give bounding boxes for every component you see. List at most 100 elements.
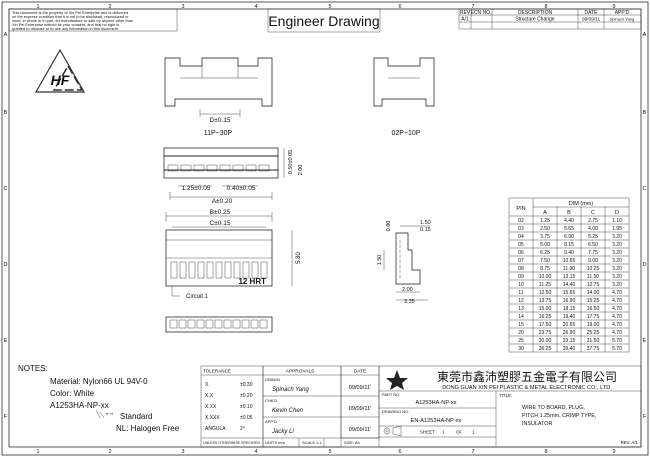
revision-block: REV ECN NO. DESCRIPTION DATE APP'D A/1 S… [458,8,642,30]
dim-table-cell: 26.90 [563,330,576,336]
dim-table-cell: 8.15 [564,242,574,248]
tol-val-5: 2° [240,426,245,432]
part-number-note: A1253HA-NP-xx [50,401,109,410]
dim-table-cell: 11.90 [563,266,575,272]
dim-table-cell: 13.15 [563,274,576,280]
dim-table-cell: 14 [518,314,524,320]
dim-table-cell: 10.25 [587,266,600,272]
circuit-label: Circuit 1 [186,294,209,300]
dim-040-label: 0.40±0.05 [227,185,256,192]
dim-table-cell: 9.40 [564,250,574,256]
rev-value: A/1 [461,17,469,23]
of-label: OF [456,430,462,435]
dim-table-cell: 14.00 [587,290,600,296]
tolerance-block: TOLERANCE X. ±0.30 X.X ±0.20 X.XX ±0.10 … [200,365,264,448]
zone-number-bottom: 1 [36,449,39,455]
zone-number-top: 2 [108,4,111,10]
dim-table-cell: 4.70 [612,290,622,296]
zone-letter-left: C [4,186,8,192]
dim-table-cell: 39.40 [563,346,576,352]
color-note: Color: White [50,389,95,398]
dim-table-cell: 15.25 [587,298,600,304]
dim-col-header: D [615,210,619,216]
material-note: Material: Nylon66 UL 94V-0 [50,377,148,386]
zone-number-bottom: 5 [328,449,331,455]
dim-table-cell: 10.65 [563,258,576,264]
zone-number-top: 1 [36,4,39,10]
zone-letter-left: F [4,414,8,420]
dim-table-cell: 36.25 [539,346,552,352]
dim-table-cell: 5.70 [612,346,622,352]
dim-table-cell: 7.75 [588,250,598,256]
units-label: UNITS mm [265,440,285,445]
standard-symbol: " " [106,413,113,420]
dim-table-cell: 18.15 [563,306,576,312]
dim-table-cell: 30 [518,346,524,352]
section-view: 1.50 0.15 0.80 1.50 2.00 3.35 [377,220,431,305]
scale-value: 1:1 [316,440,322,445]
dim-table-cell: 03 [518,226,524,232]
rev-footer: REV. A/1 [621,440,639,445]
top-view-11p-30p: D±0.15 11P~30P [164,57,273,137]
title-line-2: PITCH 1.25mm, CRIMP TYPE, [522,413,597,419]
dim-table-cell: 3.20 [612,258,622,264]
disclaimer-box: This document is the property of Xin Pei… [8,8,178,32]
dim-table-cell: 19.00 [587,322,600,328]
zone-number-bottom: 8 [544,449,547,455]
tol-key-2: X.X [205,393,214,399]
dim-table-cell: 16.90 [563,298,576,304]
zone-letter-left: B [4,110,8,116]
ecn-header: ECN NO. [471,10,492,16]
zone-number-top: 5 [328,4,331,10]
disclaimer-line-2: on the express condition that it is not … [12,14,129,19]
tol-key-4: X.XXX [205,415,220,421]
notes: NOTES: Material: Nylon66 UL 94V-0 Color:… [18,364,180,433]
dim-table-cell: 3.20 [612,266,622,272]
dim-col-header: A [543,210,547,216]
tol-key-1: X. [205,382,210,388]
dim-table-cell: 15 [518,322,524,328]
dim-table-cell: 16.25 [539,314,552,320]
dim-table-cell: 10 [518,282,524,288]
dim-table-cell: 3.75 [540,234,550,240]
dim-table-cell: 08 [518,266,524,272]
zone-number-bottom: 7 [471,449,474,455]
disclaimer-line-5: granted to disclose or to use any inform… [12,26,119,31]
dim-table-cell: 02 [518,218,524,224]
dim-table-cell: 5.00 [540,242,550,248]
dim-580-label: 5.80 [296,252,302,264]
zone-number-bottom: 9 [612,449,615,455]
approvals-header: APPROVALS [286,369,315,375]
dim-table-cell: 12 [518,298,524,304]
zone-number-bottom: 2 [108,449,111,455]
dim-table-cell: 8.75 [540,266,550,272]
hf-logo-text: HF [51,72,70,88]
top-view-02p-10p: 02P~10P [373,57,435,137]
dim-table-cell: 06 [518,250,524,256]
dim-table-cell: 15.00 [539,306,552,312]
dim-table-cell: 3.20 [612,234,622,240]
dim-col-header: B [567,210,571,216]
dim-table-cell: 17.50 [539,322,552,328]
dim-a-label: A±0.20 [212,198,233,205]
part-no-value: A1253HA-NP-xx [415,400,456,406]
title-line-1: WIRE TO BOARD, PLUG, [522,405,585,411]
dim-table-cell: 12.75 [587,282,600,288]
dim-200b-label: 2.00 [402,287,413,293]
dim-col-header: C [591,210,595,216]
dim-table-cell: 2.75 [588,218,598,224]
zone-number-top: 4 [254,4,257,10]
dim-table-cell: 6.25 [540,250,550,256]
zone-letter-right: B [643,110,647,116]
dim-table-cell: 6.90 [564,234,574,240]
dim-table-cell: 1.25 [540,218,550,224]
dim-table-cell: 13 [518,306,524,312]
hf-logo: HF [34,48,86,93]
dim-table-cell: 4.70 [612,322,622,328]
dim-table-cell: 11 [518,290,523,296]
disclaimer-line-4: Xin Pei Enterprise without its prior con… [12,22,119,27]
dim-table-cell: 2.50 [540,226,550,232]
drawn-name: Spinach Yang [272,387,309,393]
drawn-role: DRAWN [265,377,280,382]
